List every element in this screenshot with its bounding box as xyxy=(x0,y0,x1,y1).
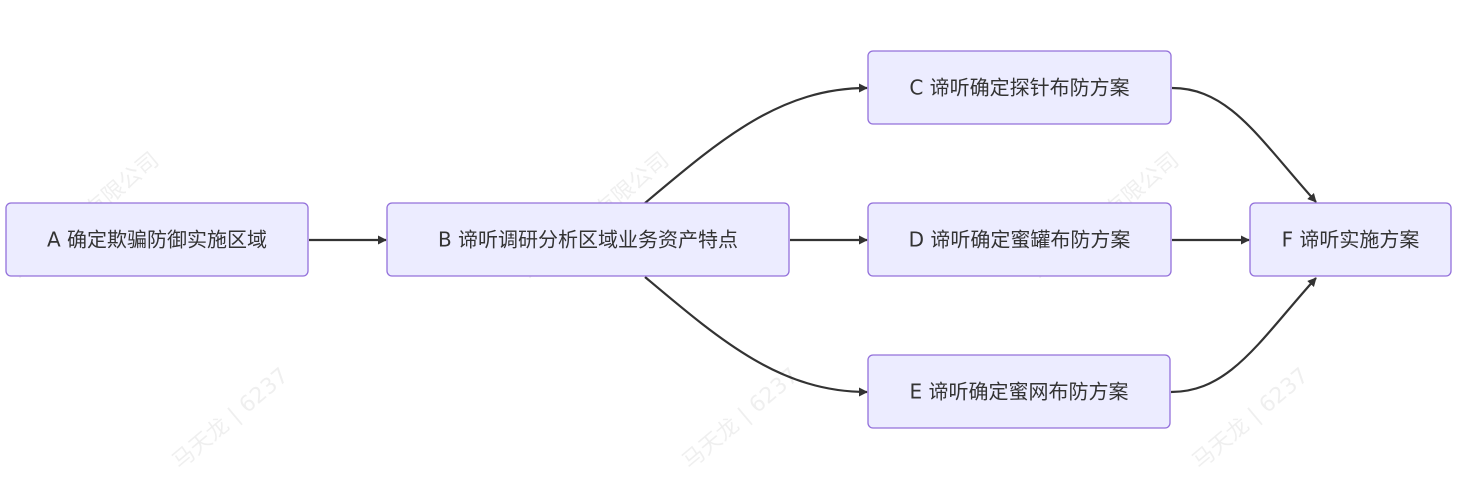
node-c: C 谛听确定探针布防方案 xyxy=(867,50,1172,125)
node-b-label: B 谛听调研分析区域业务资产特点 xyxy=(438,228,738,252)
node-d: D 谛听确定蜜罐布防方案 xyxy=(867,202,1172,277)
node-f-label: F 谛听实施方案 xyxy=(1282,228,1420,252)
watermark-user: 马天龙 | 6237 xyxy=(1188,363,1314,474)
node-d-label: D 谛听确定蜜罐布防方案 xyxy=(909,228,1131,252)
node-b: B 谛听调研分析区域业务资产特点 xyxy=(386,202,790,277)
edge-c-f xyxy=(1171,86,1317,203)
node-a-label: A 确定欺骗防御实施区域 xyxy=(47,228,267,252)
node-e: E 谛听确定蜜网布防方案 xyxy=(867,354,1171,429)
node-f: F 谛听实施方案 xyxy=(1249,202,1452,277)
edge-e-f xyxy=(1170,277,1317,394)
node-a: A 确定欺骗防御实施区域 xyxy=(5,202,309,277)
node-c-label: C 谛听确定探针布防方案 xyxy=(909,76,1129,100)
watermark-user: 马天龙 | 6237 xyxy=(168,363,294,474)
edge-b-e xyxy=(644,276,868,397)
watermark-user: 马天龙 | 6237 xyxy=(678,363,804,474)
edge-b-c xyxy=(644,83,868,204)
edges xyxy=(309,83,1317,397)
node-e-label: E 谛听确定蜜网布防方案 xyxy=(910,380,1129,404)
